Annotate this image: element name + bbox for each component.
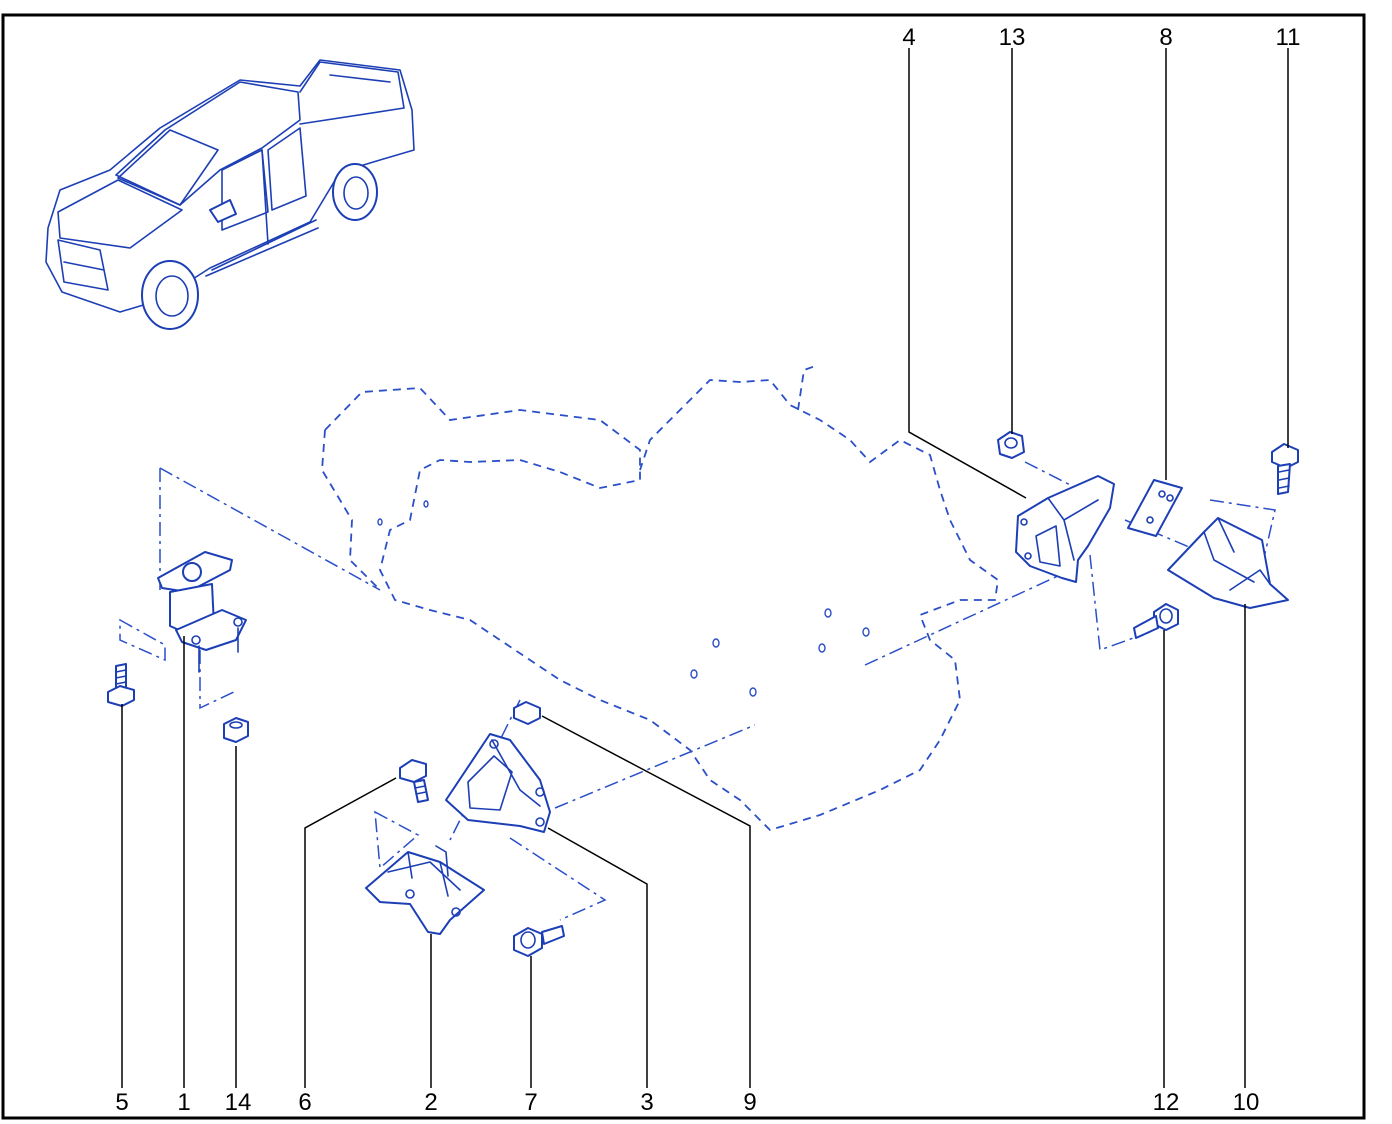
part-11-bolt — [1271, 443, 1299, 495]
callout-numbers: 4 13 8 11 5 1 14 6 2 7 3 9 12 10 — [115, 24, 1300, 1116]
callout-10: 10 — [1233, 1089, 1260, 1116]
callout-11: 11 — [1276, 24, 1301, 51]
part-9-nut — [513, 701, 541, 725]
part-6-bolt — [399, 759, 429, 803]
part-10-right-mount-insulator — [1167, 517, 1289, 609]
engine-bolt-holes — [377, 500, 870, 697]
callout-12: 12 — [1153, 1089, 1180, 1116]
part-7-bolt — [513, 925, 565, 957]
callout-9: 9 — [743, 1089, 756, 1116]
part-1-left-mount-insulator — [157, 551, 247, 673]
part-5-bolt — [107, 663, 135, 707]
part-13-nut — [997, 431, 1025, 459]
callout-3: 3 — [640, 1089, 653, 1116]
part-3-front-upper-bracket — [445, 733, 551, 833]
part-8-plate — [1127, 479, 1183, 537]
callout-2: 2 — [424, 1089, 437, 1116]
part-4-right-engine-bracket — [1015, 475, 1115, 583]
callout-4: 4 — [902, 24, 915, 51]
callout-5: 5 — [115, 1089, 128, 1116]
callout-7: 7 — [524, 1089, 537, 1116]
part-14-nut — [223, 717, 249, 743]
part-12-bolt — [1133, 603, 1179, 639]
callout-6: 6 — [298, 1089, 311, 1116]
callout-13: 13 — [999, 24, 1026, 51]
callout-1: 1 — [177, 1089, 190, 1116]
engine-phantom-outline — [321, 379, 999, 832]
leader-lines — [121, 48, 1289, 1088]
pickup-truck-illustration — [45, 59, 415, 330]
callout-8: 8 — [1159, 24, 1172, 51]
callout-14: 14 — [225, 1089, 252, 1116]
part-2-front-lower-bracket — [365, 845, 485, 935]
